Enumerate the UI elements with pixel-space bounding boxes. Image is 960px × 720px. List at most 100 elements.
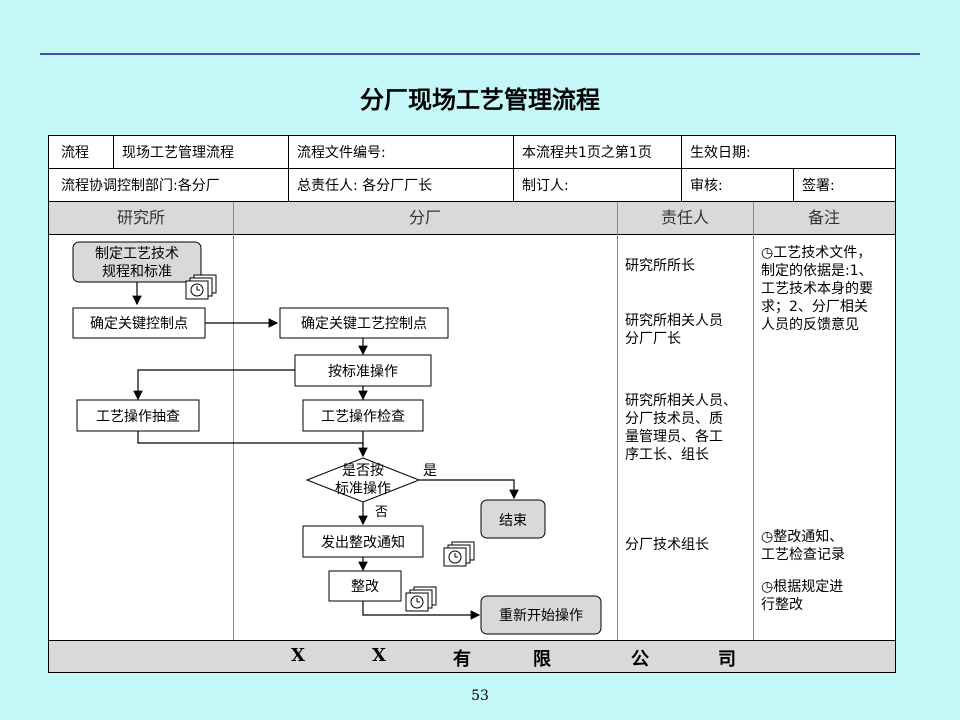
node-rectify-label: 整改: [351, 579, 379, 595]
responsible-4-line-1: 分厂技术组长: [625, 537, 709, 553]
lane-header-divider: [49, 234, 895, 235]
node-confirm-process-points-label: 确定关键工艺控制点: [301, 316, 427, 332]
node-define-standards-line-2: 规程和标准: [102, 264, 172, 280]
node-operate-by-standard: [294, 354, 432, 387]
decision-yes-label: 是: [423, 463, 437, 479]
lane-divider-1: [233, 202, 234, 641]
lane-header-institute: 研究所: [116, 208, 165, 227]
process-table: 流程 现场工艺管理流程 流程文件编号: 本流程共1页之第1页 生效日期: 流程协…: [48, 135, 896, 673]
node-confirm-process-points: [279, 307, 449, 339]
flowchart: 制定工艺技术 规程和标准 确定关键控制点 确定关键工艺控制点 按标准操作 工艺操…: [72, 241, 602, 635]
remark-1: ◷工艺技术文件， 制定的依据是:1、 工艺技术本身的要 求；2、分厂相关 人员的…: [761, 244, 873, 334]
footer-divider: [49, 640, 895, 641]
header-reviewer: 审核:: [690, 178, 723, 194]
footer-char-1: X: [291, 645, 305, 666]
remark-2: ◷整改通知、 工艺检查记录: [761, 528, 845, 564]
node-operation-inspection-label: 工艺操作检查: [321, 409, 405, 425]
footer-char-5: 公: [631, 649, 649, 670]
remark-1-line-2: 制定的依据是:1、: [761, 263, 873, 279]
node-end: [480, 499, 546, 539]
decision-follow-standard-line-2: 标准操作: [335, 481, 391, 497]
responsible-2-line-1: 研究所相关人员: [625, 313, 723, 329]
responsible-2-line-2: 分厂厂长: [625, 331, 681, 347]
arrow-operate-to-sample: [133, 369, 295, 401]
footer-char-6: 司: [718, 649, 736, 670]
remark-1-line-3: 工艺技术本身的要: [761, 281, 873, 297]
decision-no-label: 否: [375, 505, 388, 520]
node-sample-inspection: [76, 399, 200, 432]
document-stack-icon: [185, 274, 217, 300]
remark-1-line-5: 人员的反馈意见: [761, 317, 859, 333]
remark-3-line-2: 行整改: [761, 597, 803, 613]
lane-header-remarks: 备注: [807, 208, 840, 227]
decision-follow-standard: [305, 457, 421, 503]
responsible-1-line-1: 研究所所长: [625, 258, 695, 274]
node-end-label: 结束: [499, 513, 527, 529]
company-footer: X X 有 限 公 司: [49, 641, 895, 672]
responsible-1: 研究所所长: [625, 257, 695, 275]
document-stack-icon: [405, 586, 437, 612]
node-operation-inspection: [302, 399, 424, 432]
lane-header-responsible: 责任人: [660, 208, 709, 227]
remark-3-line-1: 根据规定进: [773, 579, 844, 595]
responsible-3: 研究所相关人员、 分厂技术员、质 量管理员、各工 序工长、组长: [625, 392, 737, 464]
remark-clock-icon: ◷: [761, 529, 774, 545]
node-operate-by-standard-label: 按标准操作: [328, 364, 398, 380]
lane-divider-2: [617, 202, 618, 641]
row-sep-3: [513, 136, 514, 202]
responsible-3-line-3: 量管理员、各工: [625, 429, 723, 445]
row-sep-4: [681, 136, 682, 202]
header-page-count: 本流程共1页之第1页: [522, 145, 652, 161]
document-stack-icon: [443, 541, 475, 567]
top-rule: [40, 53, 920, 55]
header-process-name: 现场工艺管理流程: [122, 145, 234, 161]
node-issue-rectification-notice-label: 发出整改通知: [321, 534, 405, 551]
header-divider-1: [49, 168, 895, 169]
responsible-3-line-4: 序工长、组长: [625, 447, 709, 463]
header-coordination-dept: 流程协调控制部门:各分厂: [61, 178, 220, 194]
lane-header-factory: 分厂: [408, 208, 441, 227]
responsible-4: 分厂技术组长: [625, 536, 709, 554]
arrow-sample-to-decision: [137, 431, 368, 458]
responsible-3-line-2: 分厂技术员、质: [625, 411, 723, 427]
remark-2-line-2: 工艺检查记录: [761, 547, 845, 563]
header-file-number: 流程文件编号:: [297, 145, 386, 161]
responsible-2: 研究所相关人员 分厂厂长: [625, 312, 723, 348]
row1-sep-1: [113, 136, 114, 168]
remark-1-line-1: 工艺技术文件，: [773, 245, 872, 261]
remark-3: ◷根据规定进 行整改: [761, 578, 843, 614]
header-signature: 签署:: [802, 178, 835, 194]
remark-clock-icon: ◷: [761, 245, 774, 261]
node-confirm-control-points-label: 确定关键控制点: [90, 316, 188, 332]
lane-header-band: [49, 202, 895, 234]
remark-clock-icon: ◷: [761, 579, 774, 595]
node-define-standards: [72, 241, 202, 283]
node-rectify: [328, 570, 402, 602]
node-confirm-control-points: [72, 307, 206, 339]
header-effective-date: 生效日期:: [690, 145, 751, 161]
row2-sep-5: [793, 169, 794, 202]
remark-2-line-1: 整改通知、: [773, 529, 844, 545]
header-author: 制订人:: [522, 178, 569, 194]
footer-char-2: X: [372, 645, 386, 666]
header-divider-2: [49, 201, 895, 202]
footer-char-3: 有: [453, 649, 471, 670]
responsible-3-line-1: 研究所相关人员、: [625, 393, 737, 409]
node-define-standards-line-1: 制定工艺技术: [95, 246, 179, 262]
node-restart-operation-label: 重新开始操作: [499, 608, 583, 624]
node-restart-operation: [480, 595, 602, 635]
arrow-rectify-to-restart: [362, 601, 481, 620]
decision-follow-standard-line-1: 是否按: [342, 463, 384, 479]
lane-divider-3: [753, 202, 754, 641]
node-sample-inspection-label: 工艺操作抽查: [96, 409, 180, 425]
row-sep-2: [288, 136, 289, 202]
remark-1-line-4: 求；2、分厂相关: [761, 299, 868, 315]
node-issue-rectification-notice: [302, 525, 424, 558]
page-number: 53: [471, 688, 489, 704]
arrow-yes-to-end: [419, 479, 519, 500]
footer-char-4: 限: [533, 649, 551, 670]
page-title: 分厂现场工艺管理流程: [360, 86, 600, 114]
footer-band: [49, 641, 895, 672]
header-label-process: 流程: [61, 145, 89, 161]
header-chief-owner: 总责任人: 各分厂厂长: [297, 178, 433, 194]
